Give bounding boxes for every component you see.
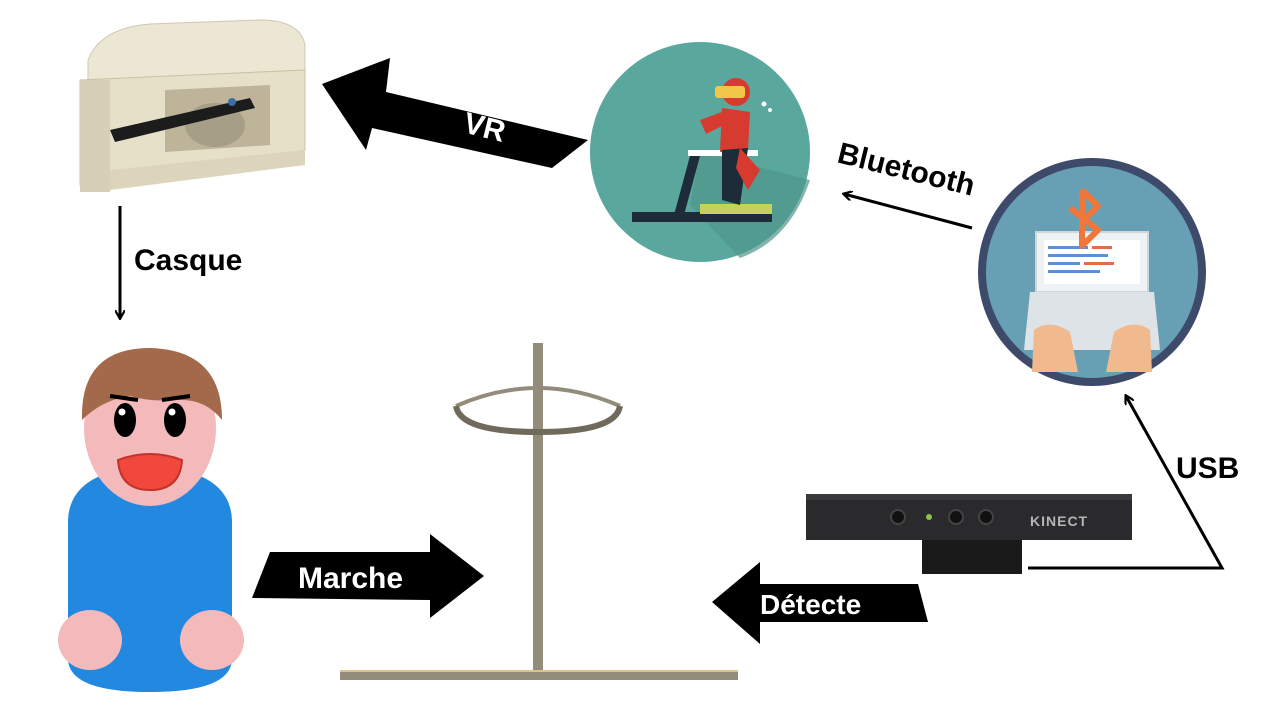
kinect-sensor-icon: KINECT (806, 494, 1132, 574)
usb-arrow (1028, 396, 1225, 570)
casque-label: Casque (134, 244, 242, 277)
vr-headset-icon (79, 19, 306, 192)
vr-treadmill-runner-icon (590, 42, 810, 262)
vr-arrow (322, 58, 588, 168)
detecte-label: Détecte (760, 589, 861, 620)
bluetooth-arrow (844, 194, 973, 230)
bluetooth-label: Bluetooth (834, 137, 978, 203)
laptop-bluetooth-icon (978, 158, 1206, 386)
ring-stand-icon (340, 343, 738, 680)
detecte-arrow (712, 562, 928, 644)
usb-label: USB (1176, 452, 1239, 485)
cartoon-user-icon (58, 348, 244, 692)
marche-arrow (252, 534, 484, 618)
marche-label: Marche (298, 562, 403, 595)
kinect-brand-label: KINECT (1030, 513, 1088, 529)
